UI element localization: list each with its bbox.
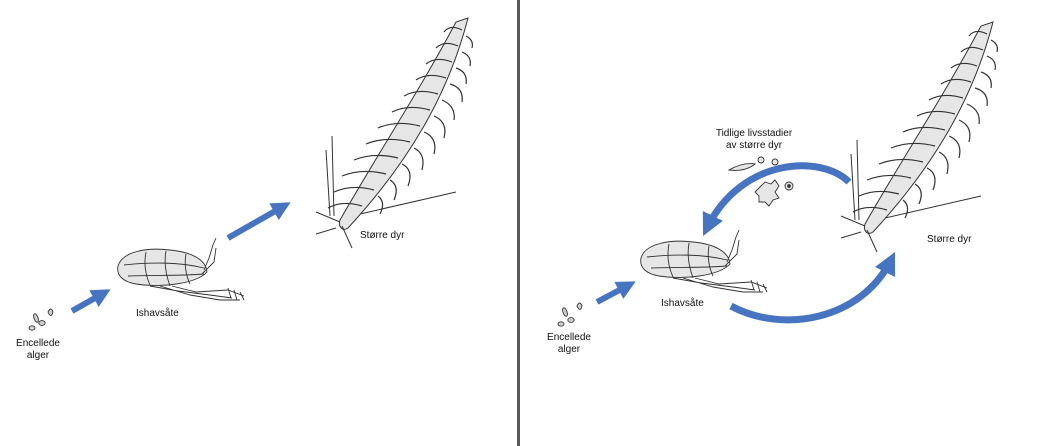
left-food-chain-diagram [28, 17, 473, 331]
copepod-icon [640, 229, 768, 293]
arrow-algae-to-copepod [70, 289, 111, 314]
copepod-label: Ishavsåte [661, 298, 704, 309]
right-food-chain-diagram [557, 21, 998, 327]
arrow-copepod-to-predator-arc [729, 251, 896, 324]
arrow-algae-to-copepod [595, 281, 636, 305]
copepod-icon [117, 237, 245, 301]
copepod-label: Ishavsåte [136, 308, 179, 319]
arrow-predator-to-copepod-arc [702, 162, 852, 237]
larvae-icon [727, 156, 794, 207]
predator-label: Større dyr [927, 234, 972, 245]
predator-label: Større dyr [360, 230, 405, 241]
algae-label: Encellede alger [547, 332, 591, 355]
algae-label: Encellede alger [16, 338, 60, 361]
predator-icon [840, 21, 998, 253]
panel-divider [517, 0, 520, 446]
left-panel: Encellede alger Ishavsåte Større dyr [0, 0, 517, 446]
right-panel: Tidlige livsstadier av større dyr Encell… [521, 0, 1048, 446]
algae-icon [28, 308, 54, 331]
algae-icon [557, 302, 583, 327]
larvae-label: Tidlige livsstadier av større dyr [715, 128, 793, 151]
predator-icon [315, 17, 473, 249]
arrow-copepod-to-predator [226, 202, 291, 241]
